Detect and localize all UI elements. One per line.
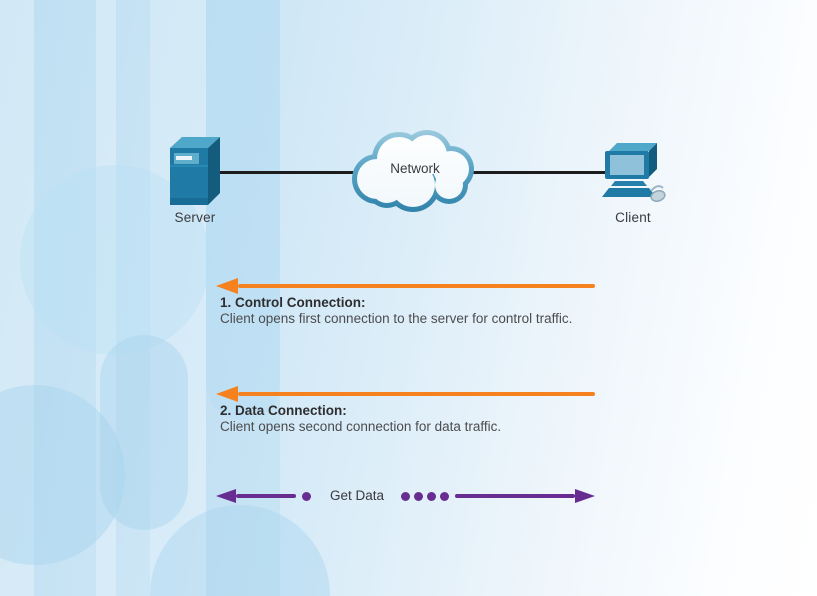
client-label: Client (615, 210, 651, 225)
get-data-right-arrow (455, 489, 595, 503)
data-dot (440, 492, 449, 501)
client-icon (601, 143, 667, 205)
arrow-left-head (216, 278, 238, 294)
control-connection-arrow (216, 278, 595, 294)
background-circle (0, 385, 125, 565)
data-dot (401, 492, 410, 501)
background-pill (100, 335, 188, 530)
arrow-shaft (238, 392, 595, 396)
arrow-left-head (216, 489, 236, 503)
server-icon (168, 135, 222, 213)
get-data-left-arrow (216, 489, 296, 503)
network-label: Network (390, 161, 440, 176)
arrow-shaft (236, 494, 296, 498)
data-dots (401, 492, 449, 501)
arrow-shaft (455, 494, 575, 498)
get-data-label: Get Data (330, 488, 385, 503)
data-dot (302, 492, 311, 501)
background-stripe (0, 0, 34, 596)
background-stripe (96, 0, 116, 596)
arrow-left-head (216, 386, 238, 402)
network-cloud-icon: Network (341, 123, 489, 217)
data-dot (427, 492, 436, 501)
background-stripe (150, 0, 206, 596)
arrow-shaft (238, 284, 595, 288)
server-label: Server (174, 210, 216, 225)
background-circle (150, 505, 330, 596)
control-connection-title: 1. Control Connection: (220, 295, 366, 310)
arrow-right-head (575, 489, 595, 503)
data-connection-description: Client opens second connection for data … (220, 419, 502, 434)
data-connection-arrow (216, 386, 595, 402)
data-dot (414, 492, 423, 501)
control-connection-description: Client opens first connection to the ser… (220, 311, 573, 326)
data-connection-title: 2. Data Connection: (220, 403, 347, 418)
